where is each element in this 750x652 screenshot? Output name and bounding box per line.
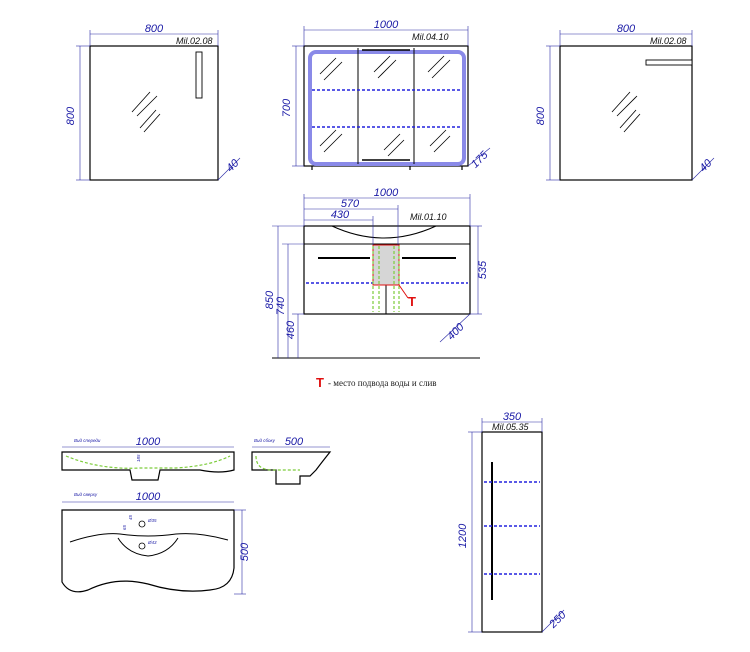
sink-top-hole-small-label: Ø35 (147, 518, 157, 523)
cabinet-width-label: 350 (503, 411, 522, 423)
tall-cabinet: 350 Mil.05.35 1200 250 (457, 411, 569, 633)
mirror-left-width-label: 800 (145, 23, 164, 35)
mirror-left: 800 800 40 Mil.02.08 (65, 23, 242, 181)
mirror-center-width-label: 1000 (374, 19, 399, 31)
sink-top-width-label: 1000 (136, 491, 161, 503)
sink-front-basin-dash (65, 455, 231, 469)
mirror-left-lamp (195, 51, 203, 99)
vanity-outline (303, 225, 471, 315)
mirror-left-glass-glare (131, 91, 161, 133)
sink-side-basin-dash (255, 455, 300, 471)
sink-front-outline (61, 451, 235, 481)
sink-top-drain-hole (138, 542, 146, 550)
sink-side-outline (251, 451, 332, 485)
mirror-right-glass-glare (611, 91, 641, 133)
mirror-left-depth-label: 40 (224, 157, 242, 175)
vanity-height-535-label: 535 (477, 260, 489, 279)
vanity-width-label: 1000 (374, 187, 399, 199)
vanity-unit: T 1000 570 430 Mil.01.10 850 740 460 535… (264, 187, 489, 359)
vanity-width-570-label: 570 (341, 198, 360, 210)
mirror-center-height-label: 700 (281, 98, 293, 117)
sink-top-offset-b-label: 45 (128, 514, 133, 520)
mirror-right-code: Mil.02.08 (650, 36, 687, 46)
vanity-code: Mil.01.10 (410, 212, 447, 222)
sink-top-offset-a-label: 65 (122, 524, 127, 530)
sink-top-depth-label: 500 (239, 542, 251, 561)
mirror-left-height-label: 800 (65, 106, 77, 125)
vanity-basin-curve (331, 225, 437, 239)
sink-top-hole-large-label: Ø43 (147, 540, 157, 545)
mirror-center-depth-label: 175 (469, 149, 491, 171)
sink-top-view: Вид сверху 1000 Ø35 Ø43 65 45 500 (61, 491, 251, 595)
mirror-center: 1000 700 175 Mil.04.10 (281, 19, 491, 171)
vanity-marker-t: T (408, 294, 416, 309)
mirror-right: 800 800 40 Mil.02.08 (535, 23, 715, 181)
mirror-right-width-label: 800 (617, 23, 636, 35)
legend-symbol: T (316, 375, 324, 390)
sink-top-caption: Вид сверху (74, 492, 98, 497)
sink-front-small-dim: 185 (136, 454, 141, 462)
sink-top-outline (61, 509, 235, 593)
sink-side-view: Вид сбоку 500 (251, 436, 332, 485)
vanity-height-460-label: 460 (285, 320, 297, 339)
mirror-right-height-label: 800 (535, 106, 547, 125)
vanity-depth-label: 400 (445, 321, 467, 343)
cabinet-height-label: 1200 (457, 523, 469, 548)
vanity-height-740-label: 740 (275, 296, 287, 315)
legend-text: - место подвода воды и слив (328, 378, 437, 388)
mirror-center-glass-glare (319, 55, 451, 157)
sink-side-width-label: 500 (285, 436, 304, 448)
cabinet-code: Mil.05.35 (492, 422, 530, 432)
vanity-plumbing-zone (372, 244, 400, 286)
mirror-right-outline (559, 45, 693, 181)
cabinet-depth-label: 250 (546, 609, 569, 632)
mirror-left-code: Mil.02.08 (176, 36, 213, 46)
sink-front-width-label: 1000 (136, 436, 161, 448)
mirror-center-depth-line (467, 147, 491, 167)
cabinet-outline (481, 431, 543, 633)
mirror-center-led-frame (308, 50, 466, 166)
sink-top-basin (117, 537, 179, 557)
vanity-width-430-label: 430 (331, 209, 350, 221)
vanity-height-850-label: 850 (264, 290, 276, 309)
mirror-right-lamp (645, 59, 693, 66)
sink-side-caption: Вид сбоку (254, 438, 276, 443)
mirror-center-code: Mil.04.10 (412, 32, 449, 42)
mirror-left-outline (89, 45, 219, 181)
mirror-left-depth-line (217, 157, 241, 181)
sink-front-view: Вид спереди 1000 185 (61, 436, 235, 481)
sink-front-caption: Вид спереди (74, 438, 101, 443)
sink-top-tap-hole (138, 520, 146, 528)
legend: T - место подвода воды и слив (316, 375, 437, 390)
mirror-right-depth-line (691, 157, 715, 181)
